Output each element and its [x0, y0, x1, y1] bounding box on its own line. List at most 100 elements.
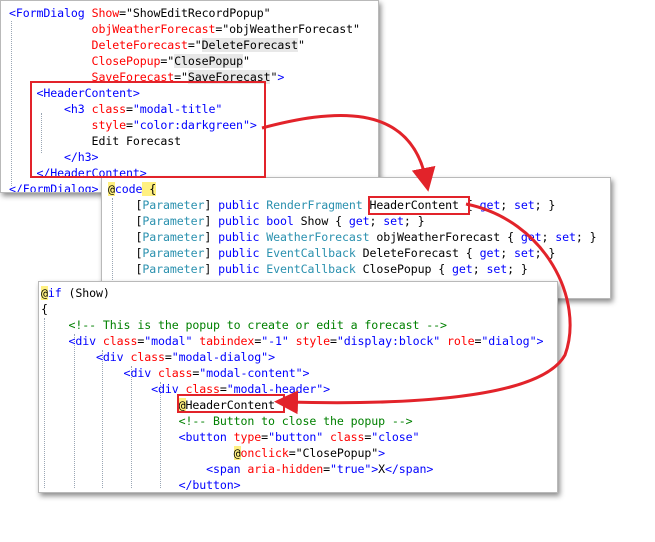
code-line: @if (Show) — [41, 285, 110, 301]
code-token: < — [9, 6, 16, 20]
code-token: = — [174, 70, 182, 84]
code-token: set — [513, 246, 535, 260]
code-line: [Parameter] public EventCallback ClosePo… — [108, 261, 528, 277]
code-token: type — [226, 430, 262, 444]
code-token: "ShowEditRecordPopup" — [126, 6, 271, 20]
code-token: > — [371, 462, 379, 476]
code-token: "modal-title" — [132, 102, 223, 116]
code-token: ClosePopup { — [355, 262, 453, 276]
code-line: ClosePopup="ClosePopup" — [9, 53, 250, 69]
code-token: get — [452, 262, 473, 276]
code-token: <h3 — [9, 102, 85, 116]
code-token: ; } — [534, 198, 556, 212]
code-token: > — [249, 118, 257, 132]
code-token: " — [298, 38, 305, 52]
code-token: = — [330, 334, 337, 348]
code-token: ; } — [575, 230, 597, 244]
code-token: </button> — [41, 478, 241, 492]
code-token: { — [458, 198, 480, 212]
code-token: @ — [233, 446, 241, 460]
code-token: Parameter — [142, 262, 205, 276]
code-token: class — [123, 350, 165, 364]
formdialog-component-panel: @if (Show){ <!-- This is the popup to cr… — [38, 281, 558, 493]
code-token: public — [218, 246, 260, 260]
code-line: @code { — [108, 181, 156, 197]
code-token: </h3> — [9, 150, 99, 164]
code-token: = — [164, 350, 172, 364]
code-token: "modal-content" — [199, 366, 303, 380]
code-token: { — [142, 182, 157, 196]
code-token: @ — [108, 182, 115, 196]
code-token: ] — [204, 262, 219, 276]
code-token: "color:darkgreen" — [132, 118, 250, 132]
code-token: Edit Forecast — [9, 134, 182, 148]
code-line: </FormDialog> — [9, 181, 99, 193]
code-line: <HeaderContent> — [9, 85, 140, 101]
code-token: EventCallback — [266, 262, 356, 276]
code-token: class — [151, 366, 193, 380]
code-token: WeatherForecast — [266, 230, 370, 244]
code-token: ClosePopup — [174, 54, 243, 68]
code-token: SaveForecast — [9, 70, 175, 84]
code-token: { — [41, 302, 48, 316]
code-line: <button type="button" class="close" — [41, 429, 420, 445]
code-line: style="color:darkgreen"> — [9, 117, 257, 133]
code-token: = — [215, 22, 223, 36]
code-token: </FormDialog> — [9, 182, 99, 193]
code-token: set — [486, 262, 508, 276]
code-token: ; } — [534, 246, 556, 260]
code-token: = — [364, 430, 372, 444]
code-token: ] — [204, 246, 219, 260]
code-token: objWeatherForecast { — [369, 230, 521, 244]
code-token: (Show) — [61, 286, 110, 300]
code-token: <!-- Button to close the popup --> — [41, 414, 413, 428]
code-token: " — [270, 70, 278, 84]
code-token: "modal" — [144, 334, 193, 348]
code-token: style — [288, 334, 331, 348]
code-token: get — [348, 214, 370, 228]
code-line: [Parameter] public bool Show { get; set;… — [108, 213, 425, 229]
code-token: </span> — [385, 462, 434, 476]
indent-guide — [41, 113, 42, 153]
code-token: = — [323, 462, 330, 476]
code-line: [Parameter] public EventCallback DeleteF… — [108, 245, 556, 261]
code-token: "display:block" — [336, 334, 441, 348]
code-token: @ — [41, 286, 48, 300]
code-token: X — [378, 462, 386, 476]
indent-guide — [160, 382, 161, 488]
code-token: Parameter — [142, 214, 205, 228]
code-token: <span — [41, 462, 241, 476]
code-token: [ — [108, 246, 143, 260]
indent-guide — [74, 334, 75, 488]
code-line: <div class="modal" tabindex="-1" style="… — [41, 333, 544, 349]
code-token: class — [178, 382, 220, 396]
code-token: DeleteForecast — [9, 38, 188, 52]
code-line: [Parameter] public WeatherForecast objWe… — [108, 229, 597, 245]
indent-guide — [112, 198, 113, 298]
code-token: get — [520, 230, 542, 244]
code-token: " — [194, 38, 202, 52]
code-token: code — [114, 182, 143, 196]
code-token: ] — [204, 214, 219, 228]
code-token: "-1" — [261, 334, 289, 348]
code-token: role — [440, 334, 475, 348]
code-line: SaveForecast="SaveForecast"> — [9, 69, 284, 85]
code-token: class — [96, 334, 138, 348]
code-token: get — [479, 198, 501, 212]
code-token: bool — [266, 214, 294, 228]
code-token: EventCallback — [266, 246, 356, 260]
code-line: </h3> — [9, 149, 99, 165]
code-token: ; } — [403, 214, 425, 228]
code-token: set — [555, 230, 576, 244]
code-token: "true" — [329, 462, 372, 476]
code-token: DeleteForecast — [201, 38, 298, 52]
code-token: = — [261, 430, 269, 444]
code-line: [Parameter] public RenderFragment Header… — [108, 197, 556, 213]
code-token: DeleteForecast { — [355, 246, 480, 260]
code-token: set — [383, 214, 404, 228]
code-token: <div — [41, 350, 124, 364]
code-token: <!-- This is the popup to create or edit… — [41, 318, 448, 332]
code-token: = — [125, 118, 133, 132]
code-token: [ — [108, 214, 143, 228]
code-token: > — [277, 70, 285, 84]
